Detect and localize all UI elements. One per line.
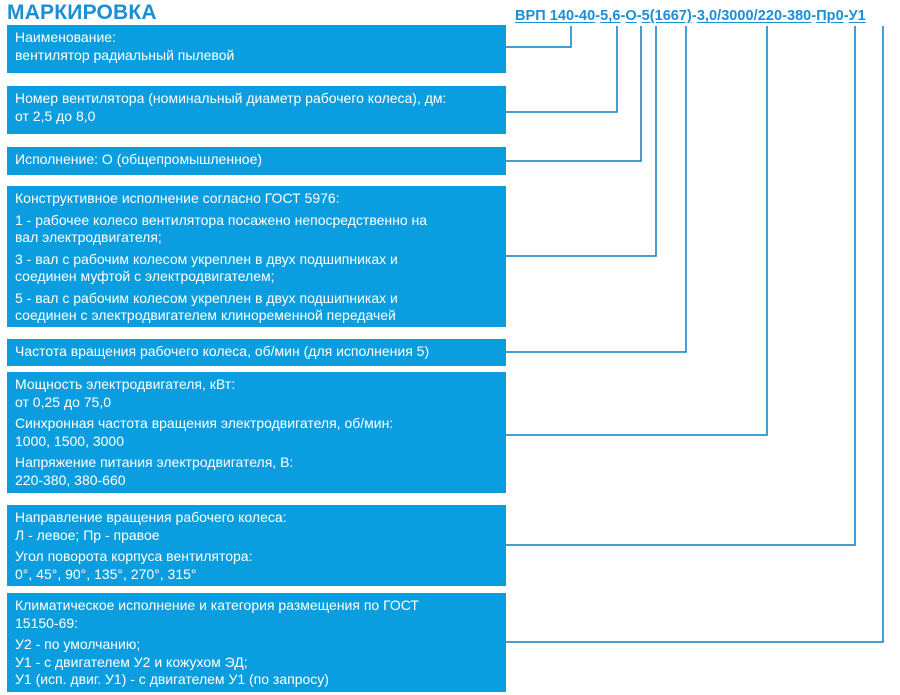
code-segment-execution: О [625,8,637,24]
box-motor: Мощность электродвигателя, кВт: от 0,25 … [7,372,506,493]
box-speed: Частота вращения рабочего колеса, об/мин… [7,339,506,366]
connector-size [506,26,618,113]
code-segment-motor: 3,0/3000/220-380 [696,8,812,24]
code-separator: - [595,8,601,24]
box-line: Наименование: [15,29,116,45]
box-fan-number: Номер вентилятора (номинальный диаметр р… [7,86,506,134]
box-line: 0°, 45°, 90°, 135°, 270°, 315° [15,565,197,582]
connector-execution [506,26,642,162]
code-segment-speed: (1667) [649,8,692,24]
box-line: 1000, 1500, 3000 [15,432,124,449]
box-line: У2 - по умолчанию; [15,636,141,652]
box-group: Синхронная частота вращения электродвига… [15,415,498,450]
code-separator: - [691,8,697,24]
box-climate: Климатическое исполнение и категория раз… [7,593,506,692]
box-line: вал электродвигателя; [15,229,162,245]
box-line: Частота вращения рабочего колеса, об/мин… [15,343,430,359]
code-separator: - [843,8,849,24]
box-group: 1 - рабочее колесо вентилятора посажено … [15,212,498,247]
box-group: 5 - вал с рабочим колесом укреплен в дву… [15,290,498,325]
box-group: Исполнение: О (общепромышленное) [15,151,498,169]
box-line: Направление вращения рабочего колеса: [15,509,287,525]
box-execution: Исполнение: О (общепромышленное) [7,147,506,175]
box-line: вентилятор радиальный пылевой [15,46,235,63]
box-group: 3 - вал с рабочим колесом укреплен в дву… [15,251,498,286]
box-line: Напряжение питания электродвигателя, В: [15,454,294,470]
box-group: Угол поворота корпуса вентилятора: 0°, 4… [15,548,498,583]
box-line: от 0,25 до 75,0 [15,393,112,410]
box-line: от 2,5 до 8,0 [15,107,96,124]
code-segment-design: 5 [641,8,650,24]
connector-design [506,26,657,257]
box-rotation: Направление вращения рабочего колеса: Л … [7,505,506,586]
page-title: МАРКИРОВКА [7,1,157,24]
box-group: У2 - по умолчанию; У1 - с двигателем У2 … [15,636,498,689]
box-group: Напряжение питания электродвигателя, В: … [15,454,498,489]
box-line: 5 - вал с рабочим колесом укреплен в дву… [15,289,398,306]
box-line: Конструктивное исполнение согласно ГОСТ … [15,190,340,206]
box-line: соединен муфтой с электродвигателем; [15,268,275,284]
box-group: Номер вентилятора (номинальный диаметр р… [15,90,498,125]
box-line: Номер вентилятора (номинальный диаметр р… [15,90,447,106]
box-line: 3 - вал с рабочим колесом укреплен в дву… [15,250,398,267]
code-segment-name: ВРП 140-40 [515,8,596,24]
code-separator: - [811,8,817,24]
box-line: Мощность электродвигателя, кВт: [15,376,236,392]
box-line: Угол поворота корпуса вентилятора: [15,548,253,564]
code-separator: - [636,8,642,24]
box-line: Синхронная частота вращения электродвига… [15,415,394,431]
code-segment-size: 5,6 [600,8,621,24]
code-segment-climate: У1 [848,8,866,24]
box-line: 15150-69: [15,614,79,631]
box-design: Конструктивное исполнение согласно ГОСТ … [7,186,506,327]
designation-code: ВРП 140-40-5,6-О-5(1667)-3,0/3000/220-38… [515,8,866,24]
box-line: соединен с электродвигателем клиноременн… [15,307,396,323]
connector-speed [506,26,687,353]
code-segment-rotation: Пр0 [816,8,844,24]
box-line: Исполнение: О (общепромышленное) [15,151,263,167]
box-line: У1 - с двигателем У2 и кожухом ЭД; [15,653,248,670]
box-group: Климатическое исполнение и категория раз… [15,597,498,632]
connector-climate [506,26,884,643]
box-name: Наименование: вентилятор радиальный пыле… [7,25,506,73]
connector-rotation [506,26,856,546]
box-line: 220-380, 380-660 [15,471,126,488]
connector-motor [506,26,768,436]
box-line: У1 (исп. двиг. У1) - с двигателем У1 (по… [15,671,329,687]
box-group: Мощность электродвигателя, кВт: от 0,25 … [15,376,498,411]
connector-name [506,26,572,48]
box-group: Частота вращения рабочего колеса, об/мин… [15,343,498,361]
code-separator: - [620,8,626,24]
box-group: Конструктивное исполнение согласно ГОСТ … [15,190,498,208]
box-line: Л - левое; Пр - правое [15,526,160,543]
box-group: Наименование: вентилятор радиальный пыле… [15,29,498,64]
box-line: 1 - рабочее колесо вентилятора посажено … [15,211,428,228]
box-group: Направление вращения рабочего колеса: Л … [15,509,498,544]
box-line: Климатическое исполнение и категория раз… [15,597,419,613]
